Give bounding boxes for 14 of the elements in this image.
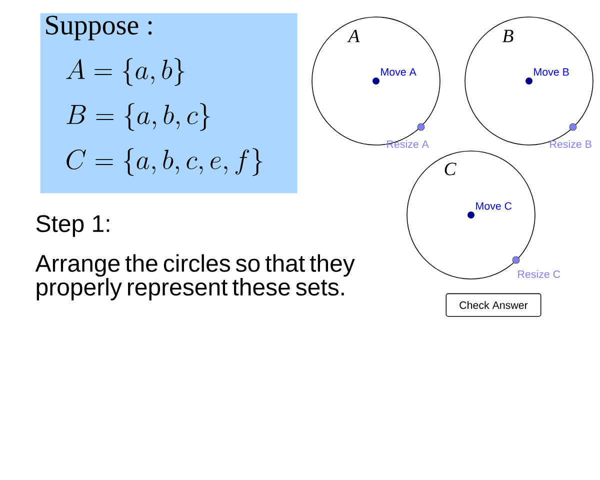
set-formula: $C = \{a, b, c, e, f\}$ — [66, 148, 262, 176]
heading: Suppose : — [46, 16, 152, 40]
instruction-text: Arrange the circles so that they properly represent these sets. — [35, 254, 355, 300]
step-heading: Step 1: — [36, 215, 110, 237]
move-handle: Move A — [372, 68, 416, 84]
set-formula: $A = \{a, b\}$ — [66, 58, 184, 86]
move-handle: Move C — [468, 202, 512, 218]
sets-panel — [40, 13, 298, 194]
move-handle: Move B — [526, 68, 569, 84]
resize-handle: Resize C — [512, 256, 560, 278]
resize-handle: Resize A — [387, 123, 429, 148]
set-formula: $B = \{a, b, c\}$ — [66, 103, 210, 131]
check-answer-button: Check Answer — [446, 293, 542, 317]
resize-handle: Resize B — [550, 123, 592, 148]
